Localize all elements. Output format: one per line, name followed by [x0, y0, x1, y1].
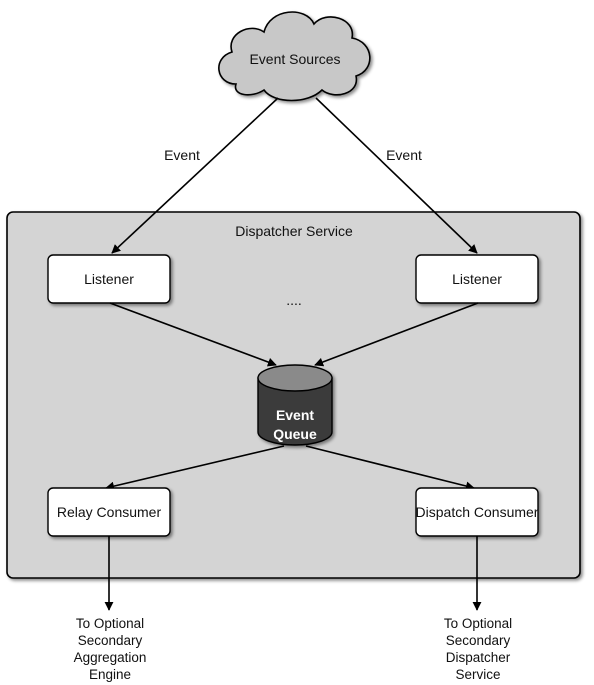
event-queue-label-line1: Event	[276, 407, 314, 423]
dispatch-consumer-label: Dispatch Consumer	[416, 504, 539, 520]
relay-output-label: To Optional Secondary Aggregation Engine	[74, 616, 147, 682]
listener-left-label: Listener	[84, 271, 134, 287]
relay-output-line: Engine	[89, 667, 131, 682]
relay-consumer-label: Relay Consumer	[57, 504, 162, 520]
event-arrow-left	[111, 97, 279, 254]
event-sources-label: Event Sources	[249, 51, 340, 67]
listener-left-box	[47, 254, 171, 304]
event-label-right: Event	[386, 147, 422, 163]
event-label-left: Event	[164, 147, 200, 163]
dispatch-output-line: To Optional	[444, 616, 512, 631]
dispatch-output-line: Service	[455, 667, 500, 682]
listener-left-to-queue-arrow	[109, 302, 277, 367]
relay-output-line: To Optional	[76, 616, 144, 631]
event-arrow-right	[315, 97, 478, 254]
listener-right-to-queue-arrow	[314, 302, 479, 367]
ellipsis: ....	[286, 292, 302, 308]
relay-output-line: Aggregation	[74, 650, 147, 665]
listener-right-label: Listener	[452, 271, 502, 287]
event-queue-label-line2: Queue	[273, 426, 317, 442]
event-queue-cylinder	[257, 364, 333, 446]
dispatch-output-line: Secondary	[446, 633, 511, 648]
dispatch-output-line: Dispatcher	[446, 650, 511, 665]
relay-output-line: Secondary	[78, 633, 143, 648]
event-sources-cloud	[218, 11, 371, 102]
dispatcher-service-title: Dispatcher Service	[235, 223, 353, 239]
queue-to-relay-arrow	[105, 445, 285, 491]
dispatch-output-label: To Optional Secondary Dispatcher Service	[444, 616, 512, 682]
queue-to-dispatch-arrow	[305, 445, 475, 491]
